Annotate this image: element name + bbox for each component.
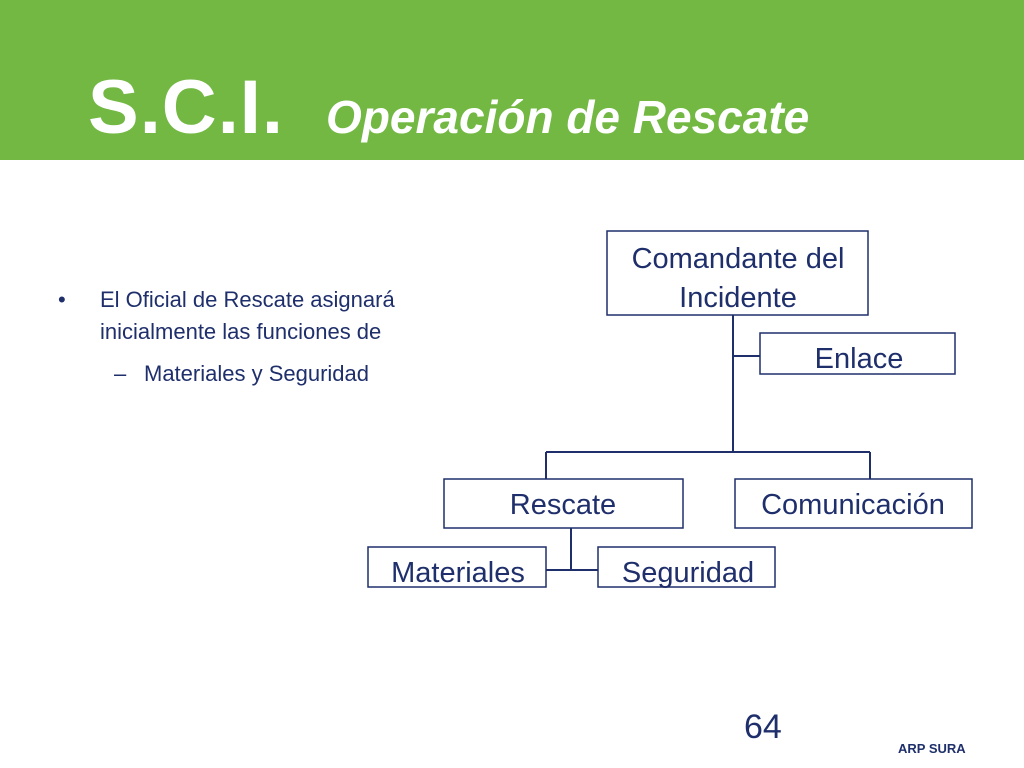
bullet-list: • El Oficial de Rescate asignará inicial… (58, 284, 498, 390)
node-commander: Comandante del Incidente (606, 230, 869, 316)
node-communication-label: Comunicación (761, 489, 945, 521)
slide-title: S.C.I.Operación de Rescate (88, 70, 809, 146)
page-number: 64 (744, 708, 782, 746)
bullet-item: • El Oficial de Rescate asignará inicial… (58, 284, 498, 348)
sub-bullet-text: Materiales y Seguridad (144, 361, 370, 386)
node-materials-label: Materiales (391, 557, 525, 589)
title-main: S.C.I. (88, 65, 285, 150)
footer-brand: ARP SURA (898, 741, 966, 756)
title-banner: S.C.I. Operación de Rescate (0, 0, 1024, 160)
node-safety-label: Seguridad (622, 557, 754, 589)
bullet-dot-icon: • (58, 287, 66, 312)
bullet-text: El Oficial de Rescate asignará inicialme… (100, 287, 395, 344)
node-communication: Comunicación (734, 478, 973, 529)
title-subtitle: Operación de Rescate (326, 91, 810, 143)
node-commander-line2: Incidente (679, 282, 797, 314)
node-rescue: Rescate (443, 478, 684, 529)
sub-bullet-item: – Materiales y Seguridad (58, 358, 498, 390)
node-liaison-label: Enlace (815, 343, 904, 375)
node-safety: Seguridad (597, 546, 776, 589)
node-rescue-label: Rescate (510, 489, 616, 521)
node-commander-line1: Comandante del (632, 243, 845, 275)
node-materials: Materiales (367, 546, 547, 589)
node-liaison: Enlace (759, 332, 956, 375)
connector-lines (545, 315, 871, 571)
dash-icon: – (114, 361, 127, 386)
